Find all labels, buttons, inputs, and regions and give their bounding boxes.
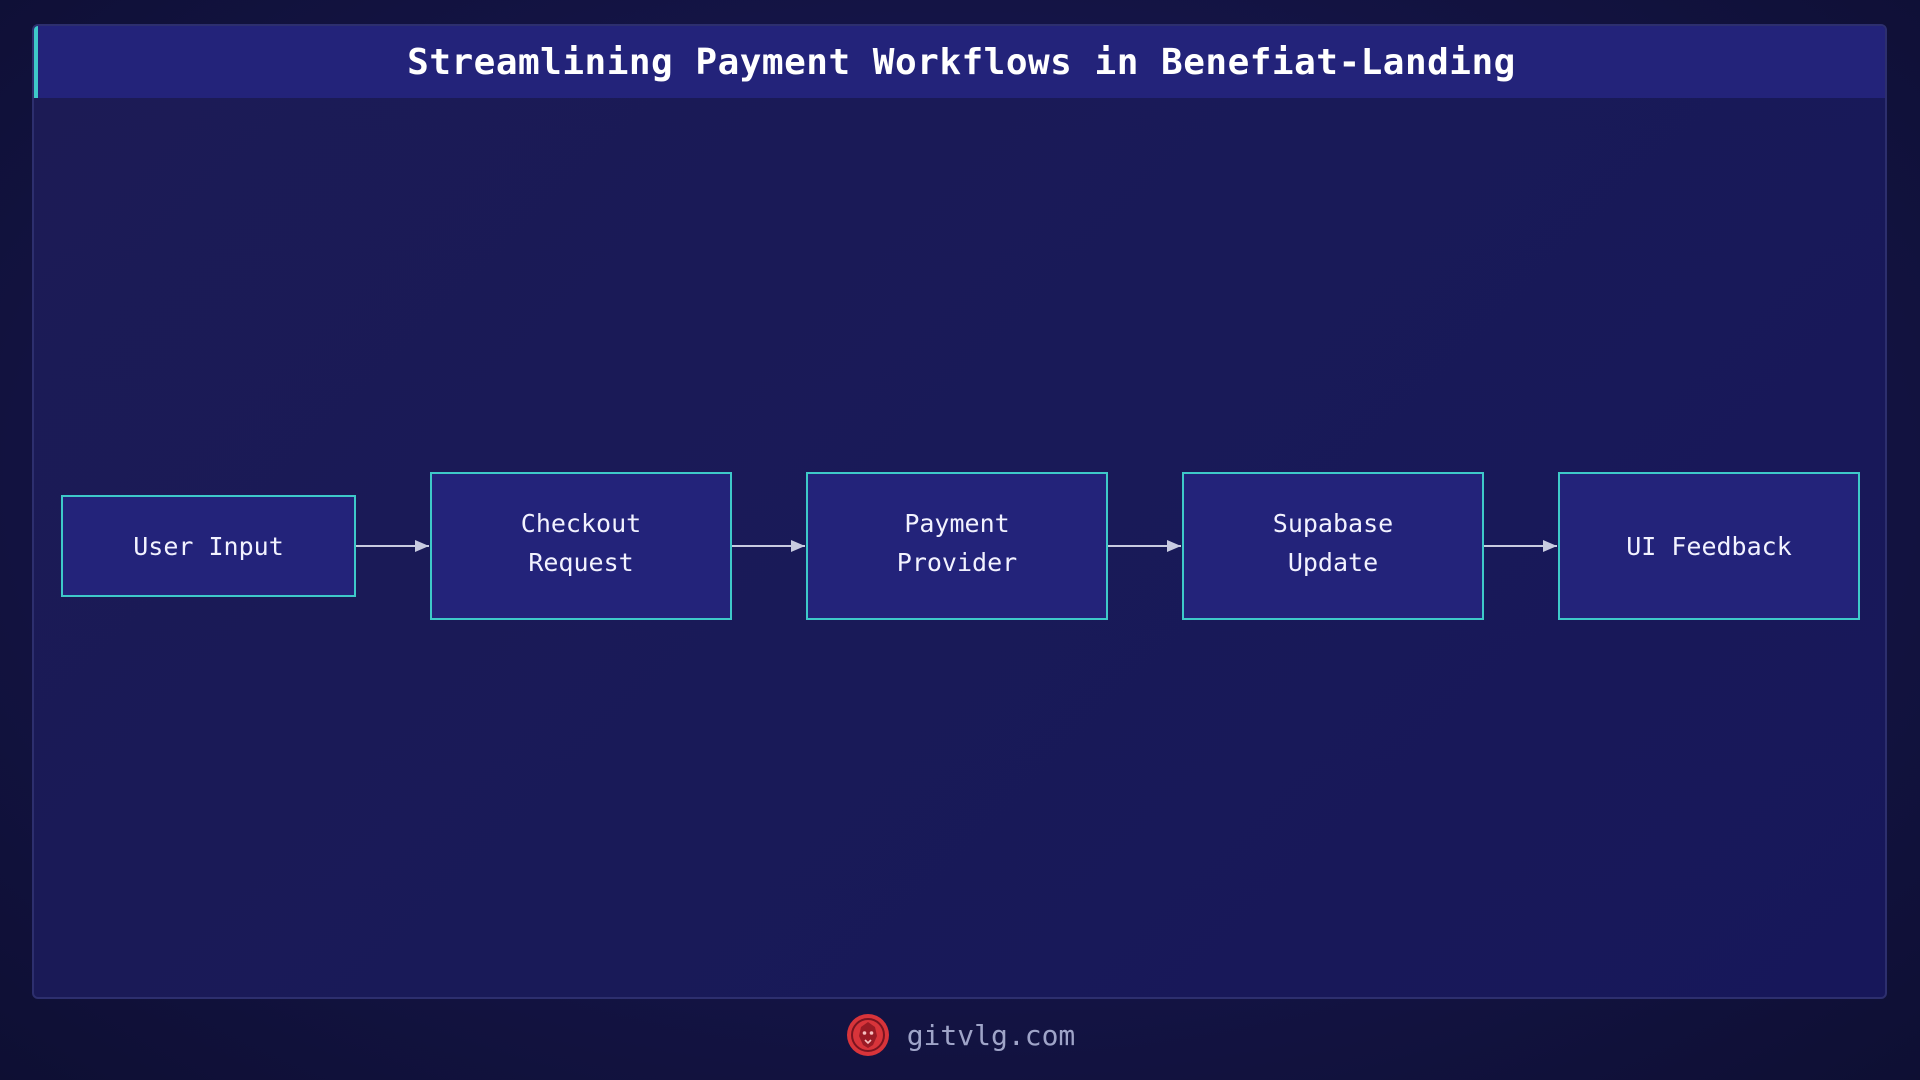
title-bar: Streamlining Payment Workflows in Benefi…	[34, 26, 1885, 98]
flow-node-ui-feedback: UI Feedback	[1558, 472, 1860, 620]
flow-node-payment-provider: Payment Provider	[806, 472, 1108, 620]
flow-node-supabase-update: Supabase Update	[1182, 472, 1484, 620]
flow-node-label: Supabase Update	[1272, 509, 1394, 577]
flow-node-user-input: User Input	[61, 495, 356, 597]
flow-node-label: UI Feedback	[1626, 531, 1792, 561]
flow-node-label: Checkout Request	[520, 509, 642, 577]
lion-head-icon	[846, 1014, 889, 1056]
page-title: Streamlining Payment Workflows in Benefi…	[407, 41, 1516, 83]
flow-node-checkout-request: Checkout Request	[430, 472, 732, 620]
footer: gitvlg.com	[0, 1010, 1920, 1060]
footer-site-link[interactable]: gitvlg.com	[906, 1018, 1076, 1052]
flow-node-label: Payment Provider	[896, 509, 1018, 577]
flow-node-label: User Input	[133, 531, 284, 561]
